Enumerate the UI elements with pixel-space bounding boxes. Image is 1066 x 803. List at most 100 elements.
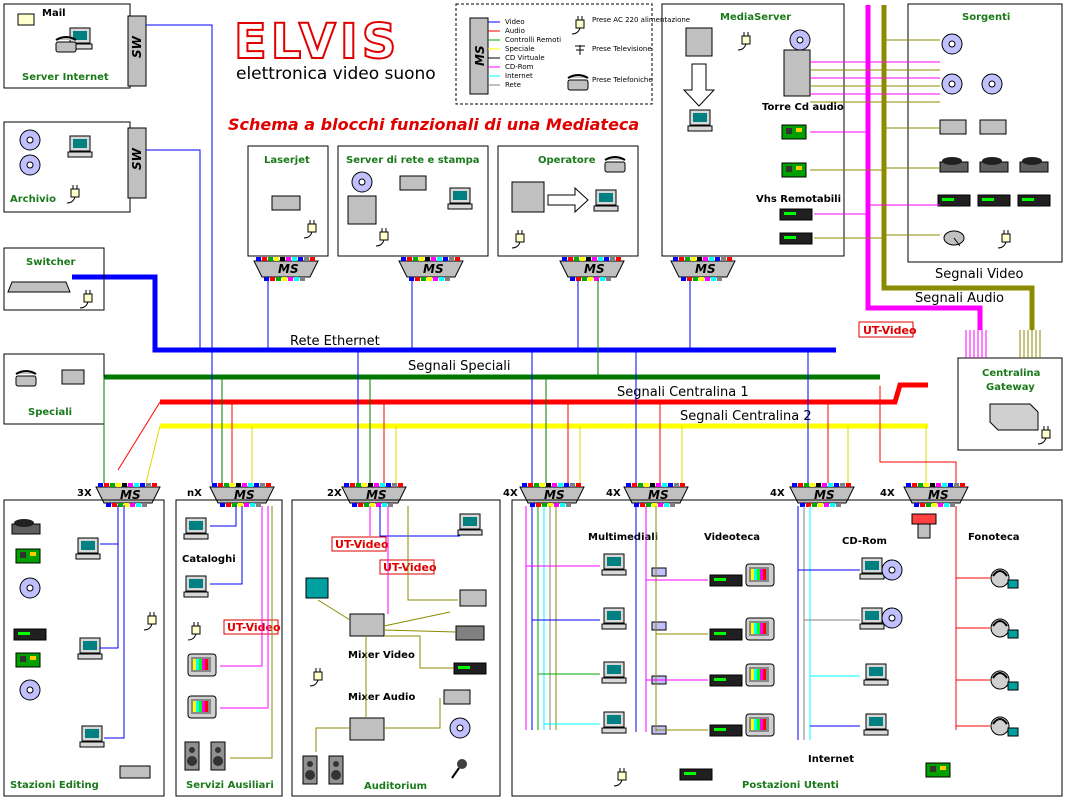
scanner-icon xyxy=(119,765,151,779)
antenna-icon xyxy=(575,45,585,55)
vcr-icon xyxy=(453,662,487,675)
stazioni-editing-block: Stazioni Editing xyxy=(3,499,165,797)
legend-signal: Speciale xyxy=(505,45,535,53)
ms-operatore: MS xyxy=(559,256,625,282)
phone-icon xyxy=(604,156,626,173)
centralina-block: Centralina Gateway xyxy=(957,330,1063,451)
disc-icon xyxy=(981,73,1003,95)
ms-editing: MS xyxy=(95,482,161,508)
centralina1-label: Segnali Centralina 1 xyxy=(617,385,749,400)
headset-icon xyxy=(990,716,1019,737)
plug-icon xyxy=(1037,425,1051,445)
plug-icon xyxy=(143,611,157,631)
plug-icon xyxy=(613,767,627,787)
camera-icon xyxy=(455,625,485,641)
svg-text:MS: MS xyxy=(234,488,255,502)
bus-lines: Rete Ethernet Segnali Speciali Segnali C… xyxy=(72,5,1035,429)
vcr-icon xyxy=(1017,194,1051,207)
switcher-block: Switcher xyxy=(3,247,105,311)
speciali-label: Segnali Speciali xyxy=(408,359,511,374)
multiplier: nX xyxy=(187,488,202,499)
legend-tv: Prese Televisione xyxy=(592,45,652,53)
server-internet-block: Mail Server Internet xyxy=(3,3,131,89)
svg-text:MS: MS xyxy=(366,488,387,502)
sorgenti-block: Sorgenti xyxy=(907,3,1063,263)
server-rete-block: Server di rete e stampa xyxy=(337,145,489,257)
phone-icon xyxy=(55,36,77,53)
computer-icon xyxy=(457,513,483,536)
plug-icon xyxy=(571,15,585,35)
multiplier: 4X xyxy=(606,488,621,499)
block-label: Mail xyxy=(42,8,66,19)
legend: MS Video Audio Controlli Remoti Speciale… xyxy=(455,3,690,105)
vcr-icon xyxy=(709,574,743,587)
svg-text:MS: MS xyxy=(695,262,716,276)
block-label: Internet xyxy=(808,754,854,765)
logo-brand: ELVIS xyxy=(234,14,400,70)
card-icon xyxy=(781,162,807,178)
block-label: Fonoteca xyxy=(968,532,1020,543)
computer-icon xyxy=(601,607,627,630)
phone-icon xyxy=(567,74,589,91)
plug-icon xyxy=(737,31,751,51)
svg-text:MS: MS xyxy=(584,262,605,276)
switch-sw-1: SW xyxy=(127,15,147,87)
disc-icon xyxy=(789,29,811,51)
legend-ms-icon xyxy=(469,17,489,95)
ms-auditorium: MS xyxy=(341,482,407,508)
svg-text:MS: MS xyxy=(278,262,299,276)
speaker-icon xyxy=(184,741,200,771)
plug-icon xyxy=(79,289,93,309)
svg-text:UT-Video: UT-Video xyxy=(383,561,437,574)
svg-text:MS: MS xyxy=(544,488,565,502)
tv-icon xyxy=(745,563,775,587)
block-label: Multimediali xyxy=(588,532,658,543)
ms-cdrom: MS xyxy=(789,482,855,508)
microphone-icon xyxy=(451,759,467,779)
legend-signal: Audio xyxy=(505,27,525,35)
ethernet-bus xyxy=(72,274,836,353)
block-label: Servizi Ausiliari xyxy=(186,780,274,791)
speaker-icon xyxy=(210,741,226,771)
tv-icon xyxy=(187,653,217,677)
audio-label: Segnali Audio xyxy=(915,291,1004,306)
legend-signal: Internet xyxy=(505,72,533,80)
plug-icon xyxy=(997,229,1011,249)
block-label: Auditorium xyxy=(364,781,427,792)
legend-power: Prese AC 220 alimentazione xyxy=(592,16,690,24)
computer-icon xyxy=(79,725,105,748)
computer-icon xyxy=(601,711,627,734)
modem-icon xyxy=(61,369,85,385)
satellite-dish-icon xyxy=(943,230,965,247)
bus-drops xyxy=(103,350,957,484)
switch-sw-2: SW xyxy=(127,127,147,199)
ethernet-label: Rete Ethernet xyxy=(290,334,380,349)
vcr-icon xyxy=(937,194,971,207)
centralina2-label: Segnali Centralina 2 xyxy=(680,409,812,424)
computer-icon xyxy=(593,189,619,212)
logo-tagline: elettronica video suono xyxy=(236,64,436,84)
ms-laserjet: MS xyxy=(253,256,319,282)
card-icon xyxy=(925,762,951,778)
block-label: Laserjet xyxy=(264,155,310,166)
laserjet-block: Laserjet xyxy=(247,145,329,257)
keyboard-icon xyxy=(651,621,667,631)
ms-mediaserver: MS xyxy=(670,256,736,282)
plug-icon xyxy=(375,227,389,247)
cassette-icon xyxy=(979,119,1007,135)
tv-icon xyxy=(187,695,217,719)
block-label: CD-Rom xyxy=(842,536,887,547)
arrow-down-icon xyxy=(682,63,716,107)
vcr-icon xyxy=(679,768,713,781)
cassette-icon xyxy=(443,689,471,705)
speciali-block: Speciali xyxy=(3,353,105,425)
computer-icon xyxy=(77,637,103,660)
auditorium-block: UT-Video UT-Video Mixer Video Mixer Audi… xyxy=(291,499,501,797)
plug-icon xyxy=(303,219,317,239)
disc-icon xyxy=(941,33,963,55)
disc-icon xyxy=(19,154,41,176)
legend-signal: CD Virtuale xyxy=(505,54,545,62)
svg-text:MS: MS xyxy=(120,488,141,502)
block-label: Speciali xyxy=(28,407,72,418)
headset-icon xyxy=(990,568,1019,589)
